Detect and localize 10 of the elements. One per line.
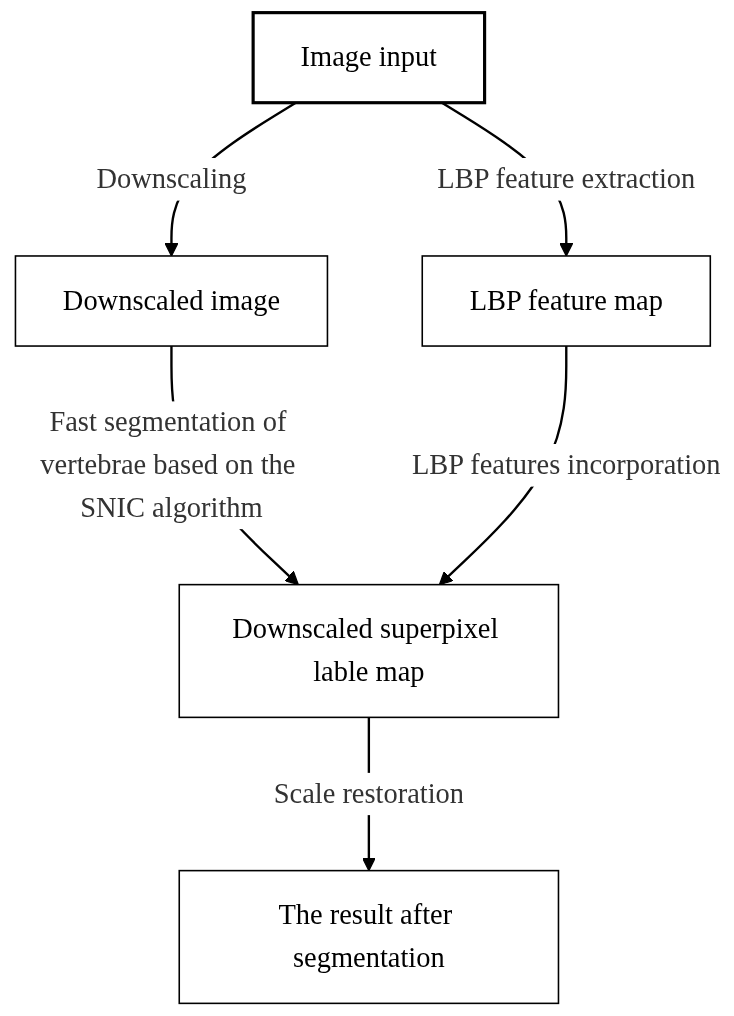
node-box: Image input (251, 11, 487, 105)
edge-label: Downscaling (96, 162, 247, 195)
node-box: Downscaled image (14, 255, 329, 347)
edge-label: LBP feature extraction (437, 162, 696, 195)
node-box: The result after segmentation (178, 869, 560, 1005)
edge-label: Scale restoration (273, 777, 465, 810)
edge-label: Fast segmentation of vertebrae based on the SNIC algorithm (40, 406, 296, 524)
node-box: LBP feature map (421, 255, 712, 347)
node-box: Downscaled superpixel lable map (178, 583, 560, 719)
edge-label: LBP features incorporation (412, 448, 721, 481)
